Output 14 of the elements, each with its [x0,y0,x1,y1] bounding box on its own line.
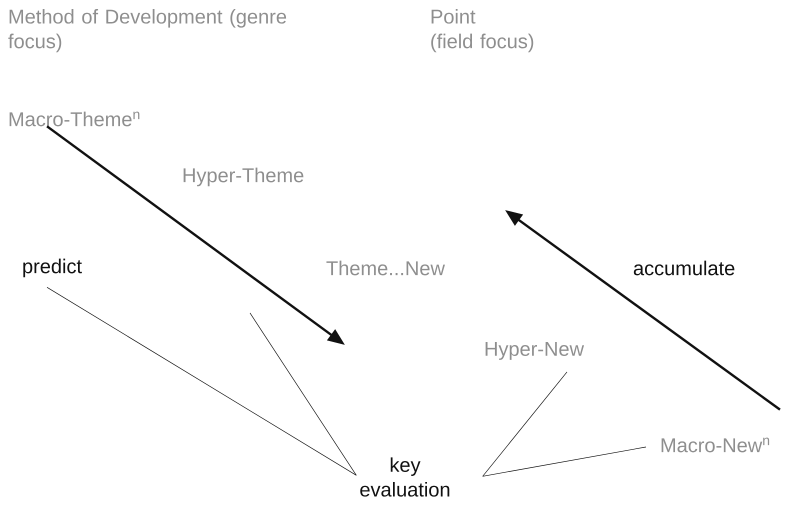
term-text: Macro-Theme$^{n}$ [10,112,140,126]
leader-line [250,312,357,476]
term-text: predict [23,258,82,278]
leader-line [46,286,357,476]
leader-line [482,446,646,477]
heading: Method of Development (genre focus) [8,9,286,52]
term-text: Hyper-New [486,342,584,360]
leader-line [482,372,568,477]
term-text: Hyper-Theme [184,168,304,186]
term-text: Macro-New$^{n}$ [662,438,770,452]
term-text: key evaluation [360,457,450,497]
heading: Point (field focus) [431,9,534,52]
arrow-label: accumulate [634,260,734,276]
term-text: Theme...New [326,260,445,276]
